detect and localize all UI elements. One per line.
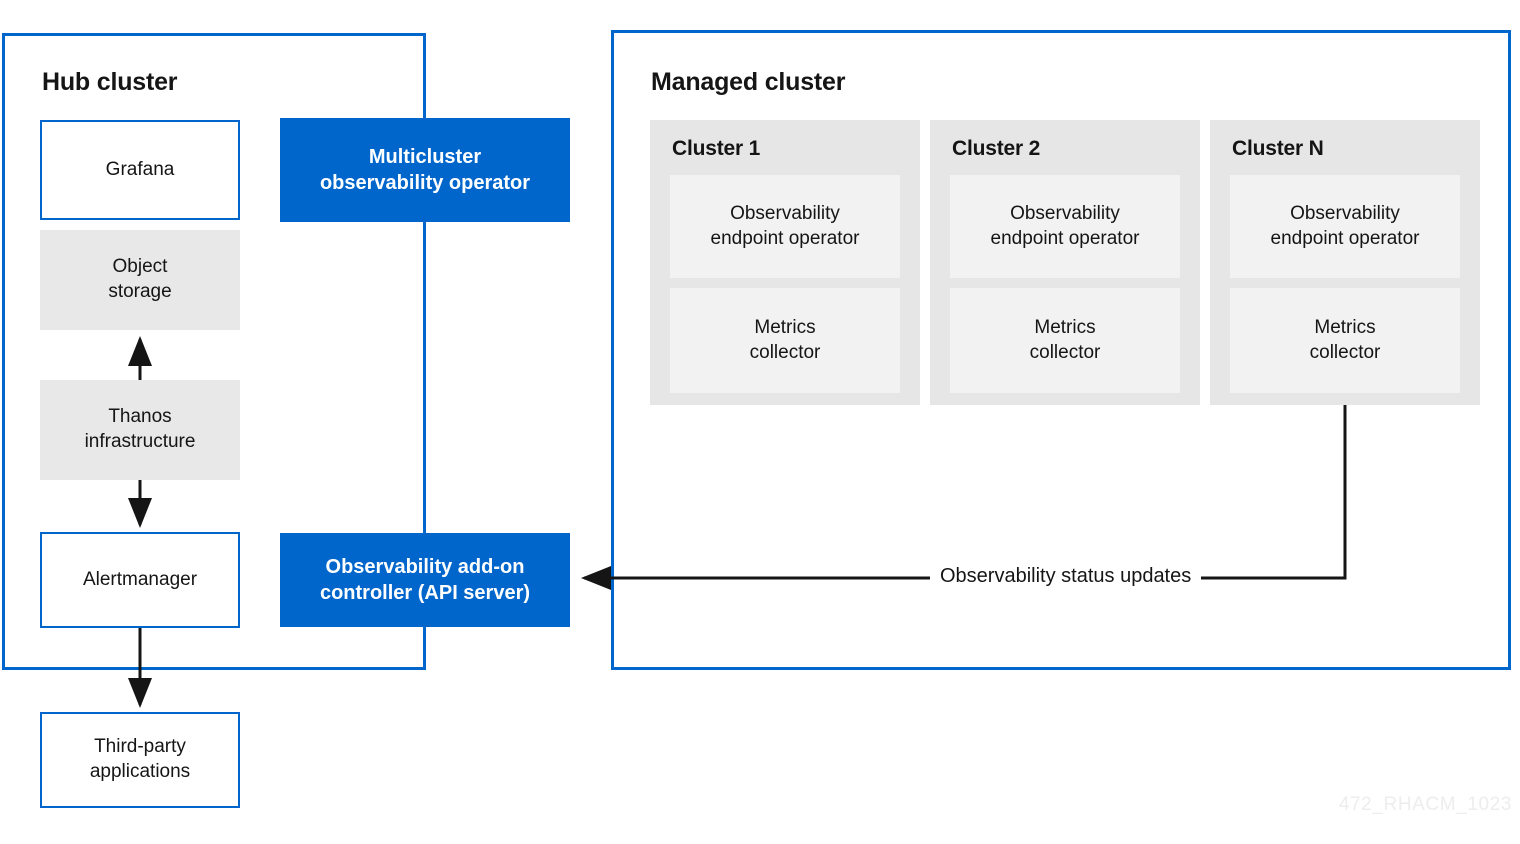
node-grafana[interactable]: Grafana: [40, 120, 240, 220]
managed-cluster-title: Managed cluster: [651, 68, 846, 96]
node-alertmanager[interactable]: Alertmanager: [40, 532, 240, 628]
node-observability-addon-controller[interactable]: Observability add-on controller (API ser…: [280, 533, 570, 627]
managed-cluster-boundary: [611, 30, 1511, 670]
subcluster-cluster-1[interactable]: Cluster 1 Observability endpoint operato…: [650, 120, 920, 405]
subcluster-cluster-2[interactable]: Cluster 2 Observability endpoint operato…: [930, 120, 1200, 405]
node-object-storage[interactable]: Object storage: [40, 230, 240, 330]
node-metrics-collector[interactable]: Metrics collector: [670, 288, 900, 393]
subcluster-title: Cluster N: [1232, 137, 1324, 160]
subcluster-title: Cluster 1: [672, 137, 761, 160]
node-multicluster-observability-operator[interactable]: Multicluster observability operator: [280, 118, 570, 222]
node-observability-endpoint-operator[interactable]: Observability endpoint operator: [950, 175, 1180, 278]
edge-label-observability-status-updates: Observability status updates: [930, 565, 1202, 588]
watermark-label: 472_RHACM_1023: [1338, 794, 1512, 815]
hub-cluster-boundary: [2, 33, 426, 670]
hub-cluster-title: Hub cluster: [42, 68, 178, 96]
node-metrics-collector[interactable]: Metrics collector: [1230, 288, 1460, 393]
node-thanos-infrastructure[interactable]: Thanos infrastructure: [40, 380, 240, 480]
subcluster-title: Cluster 2: [952, 137, 1041, 160]
node-observability-endpoint-operator[interactable]: Observability endpoint operator: [1230, 175, 1460, 278]
node-metrics-collector[interactable]: Metrics collector: [950, 288, 1180, 393]
subcluster-cluster-n[interactable]: Cluster N Observability endpoint operato…: [1210, 120, 1480, 405]
node-third-party-applications[interactable]: Third-party applications: [40, 712, 240, 808]
node-observability-endpoint-operator[interactable]: Observability endpoint operator: [670, 175, 900, 278]
